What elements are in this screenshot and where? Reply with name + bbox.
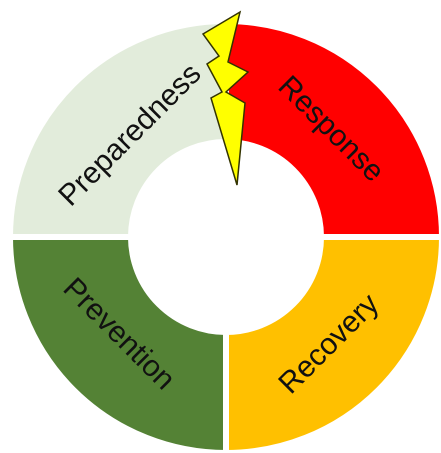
- center-circle: [134, 145, 318, 329]
- prevention-segment: [6, 234, 229, 453]
- recovery-segment: [223, 234, 441, 453]
- lightning-bolt-icon: [201, 10, 250, 186]
- response-segment: [223, 17, 441, 240]
- preparedness-segment: [6, 17, 229, 240]
